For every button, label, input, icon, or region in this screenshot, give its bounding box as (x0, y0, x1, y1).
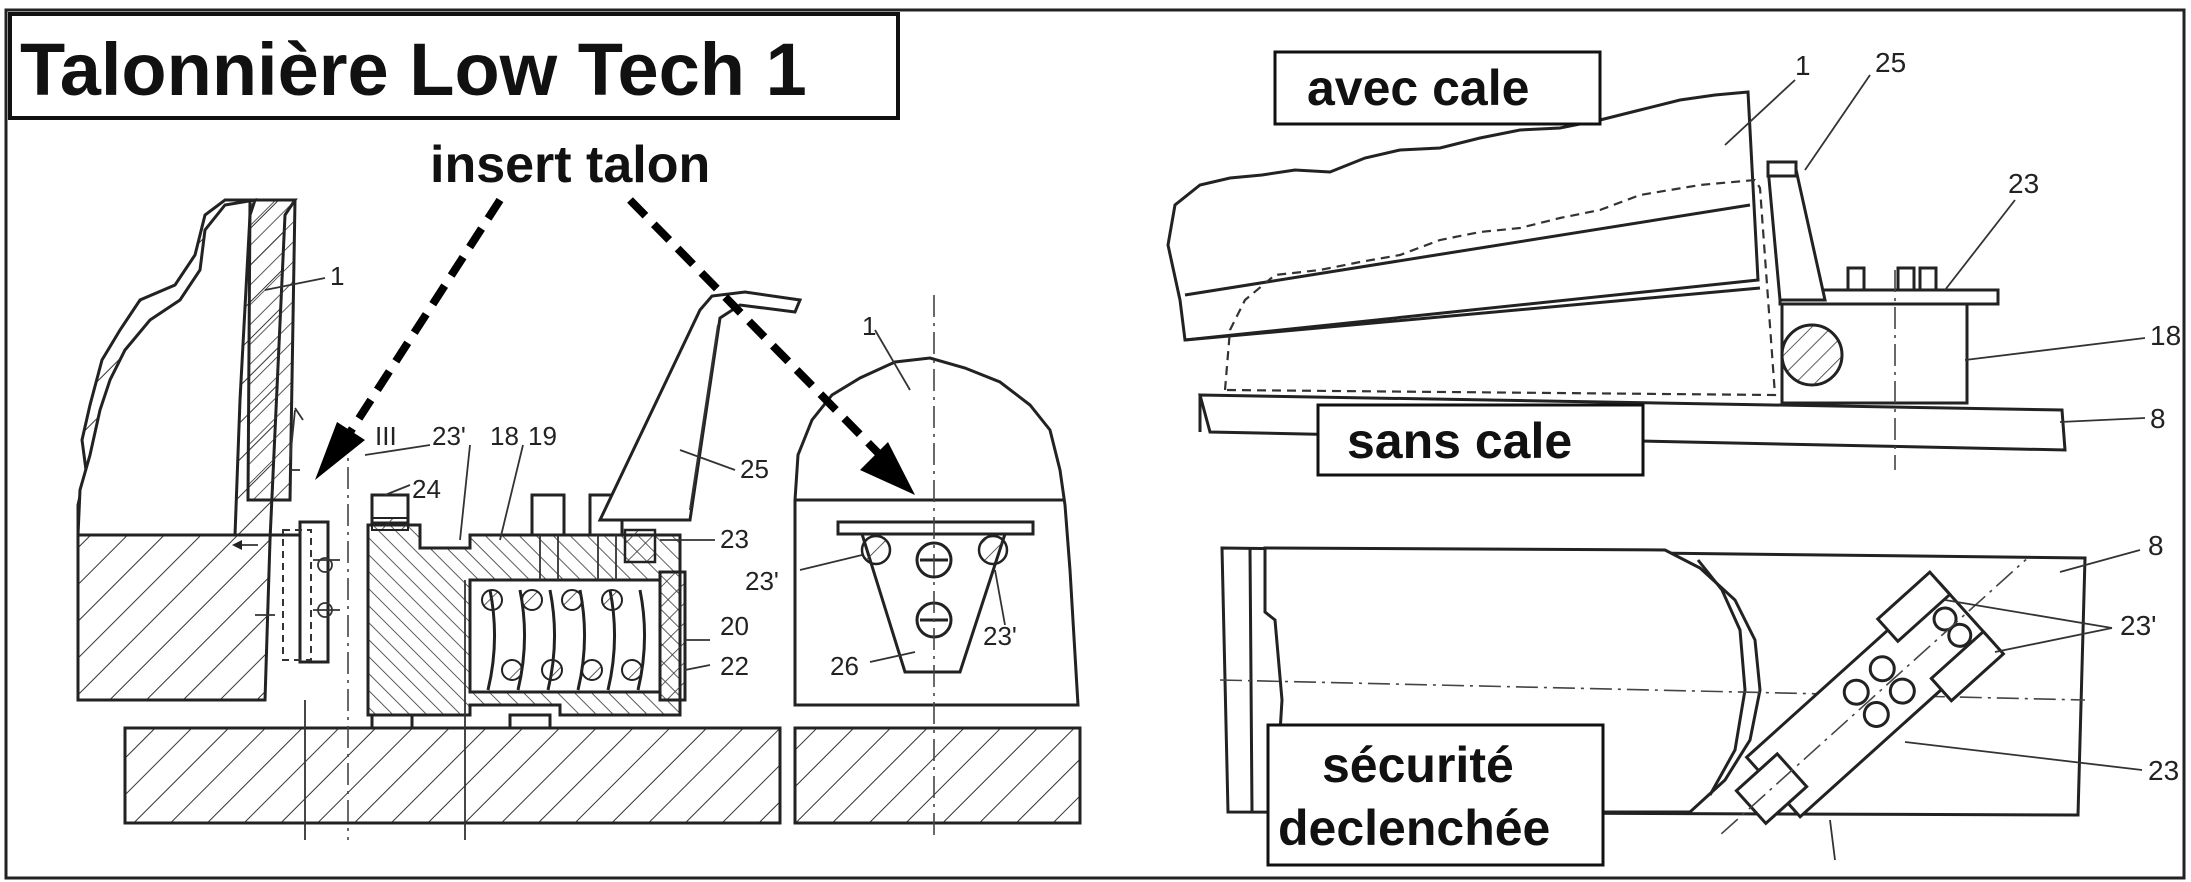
part-number-23-bottom-right: 23 (2148, 755, 2179, 786)
part-number-24: 24 (412, 474, 441, 504)
part-number-23p-bottom-right: 23' (2120, 610, 2157, 641)
part-number-18-top-right: 18 (2150, 320, 2181, 351)
avec-cale-label: avec cale (1307, 60, 1529, 116)
securite-label-line1: sécurité (1322, 737, 1514, 793)
outer-frame (4, 8, 2186, 880)
part-number-20: 20 (720, 611, 749, 641)
part-number-23p-left: 23' (432, 421, 466, 451)
part-number-8-bottom-right: 8 (2148, 530, 2164, 561)
side-view-top-right (1166, 74, 2146, 470)
part-number-23p-middle-right: 23' (983, 621, 1017, 651)
shim-dashed-outline (1223, 178, 1777, 397)
part-number-26: 26 (830, 651, 859, 681)
boot-side-profile (1166, 90, 1760, 342)
section-view-middle (793, 295, 1082, 840)
securite-box (1266, 723, 1605, 867)
page-title: Talonnière Low Tech 1 (20, 28, 807, 111)
securite-label-line2: declenchée (1278, 800, 1550, 856)
insert-arrows (315, 197, 915, 495)
part-number-25-left: 25 (740, 454, 769, 484)
part-number-1-middle: 1 (862, 311, 876, 341)
sans-cale-box (1316, 403, 1645, 477)
boot-upper-outline (76, 198, 258, 537)
title-box (8, 12, 900, 120)
part-number-25-top-right: 25 (1875, 47, 1906, 78)
part-number-23-left: 23 (720, 524, 749, 554)
part-number-1-top-right: 1 (1795, 50, 1811, 81)
part-number-8-top-right: 8 (2150, 403, 2166, 434)
avec-cale-box (1273, 50, 1602, 126)
ski-section (123, 726, 782, 825)
part-number-19: 19 (528, 421, 557, 451)
section-view-left (76, 198, 803, 840)
part-number-18-left: 18 (490, 421, 519, 451)
part-number-22: 22 (720, 651, 749, 681)
sans-cale-label: sans cale (1347, 413, 1572, 469)
part-number-1-left: 1 (330, 261, 344, 291)
heel-lever (597, 290, 803, 522)
part-number-23-top-right: 23 (2008, 168, 2039, 199)
part-number-23p-middle-left: 23' (745, 566, 779, 596)
part-number-III: III (375, 421, 397, 451)
spring (481, 589, 647, 691)
insert-talon-label: insert talon (430, 136, 710, 194)
